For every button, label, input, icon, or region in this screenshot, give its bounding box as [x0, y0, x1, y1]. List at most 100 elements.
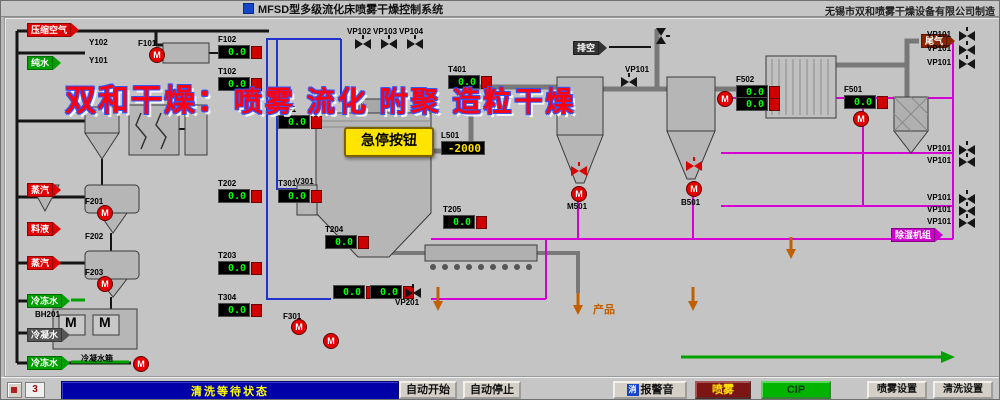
valve-part: [407, 39, 415, 49]
device-label: VP101: [927, 193, 952, 202]
stream-tag: 纯水: [27, 56, 62, 70]
status-message-bar: 清洗等待状态: [61, 381, 399, 399]
alarm-chip: [311, 189, 322, 203]
app-icon: [243, 3, 254, 14]
valve-part: [959, 145, 967, 155]
stream-tag-label: 蒸汽: [27, 183, 54, 197]
stream-tag: 尾气: [921, 34, 956, 48]
display-value: 0.0: [443, 215, 475, 229]
display-label: T205: [443, 205, 462, 214]
device-label: Y102: [89, 38, 108, 47]
stream-arrow-icon: [599, 41, 608, 55]
stream-tag-label: 蒸汽: [27, 256, 54, 270]
device-label: BH201: [35, 310, 60, 319]
valve-part: [959, 59, 967, 69]
device-label: VP101: [927, 205, 952, 214]
value-display-l501: L501-2000: [441, 131, 485, 155]
valve-part: [967, 157, 975, 167]
stream-tag-label: 冷冻水: [27, 356, 63, 370]
stream-arrow-icon: [53, 256, 62, 270]
bottom-control-bar: 3 清洗等待状态 自动开始 自动停止 消 报警音 喷雾 CIP 喷雾设置 清洗设…: [1, 377, 999, 399]
device-label: Y101: [89, 56, 108, 65]
display-label: T204: [325, 225, 344, 234]
device-label: F301: [283, 312, 302, 321]
valve-part: [405, 288, 413, 298]
mute-alarm-button[interactable]: 消 报警音: [613, 381, 687, 399]
display-value: 0.0: [218, 77, 250, 91]
auto-stop-button[interactable]: 自动停止: [463, 381, 521, 399]
spray-mode-button[interactable]: 喷雾: [695, 381, 751, 399]
stream-tag: 料液: [27, 222, 62, 236]
valve-part: [629, 77, 637, 87]
valve-icon: [959, 214, 975, 228]
valve-part: [966, 41, 968, 45]
stream-arrow-icon: [62, 328, 71, 342]
display-value: 0.0: [218, 261, 250, 275]
valve-part: [966, 214, 968, 218]
clean-settings-button[interactable]: 清洗设置: [933, 381, 993, 399]
valve-part: [415, 39, 423, 49]
alarm-chip: [769, 97, 780, 111]
stream-tag-label: 压缩空气: [27, 23, 72, 37]
stream-arrow-icon: [53, 56, 62, 70]
stream-tag-label: 料液: [27, 222, 54, 236]
valve-part: [966, 55, 968, 59]
valve-part: [363, 39, 371, 49]
valve-part: [656, 28, 666, 36]
valve-part: [414, 35, 416, 39]
pump-icon: M: [853, 111, 869, 127]
stream-tag-label: 尾气: [921, 34, 948, 48]
alarm-chip: [251, 303, 262, 317]
valve-part: [967, 45, 975, 55]
stream-tag: 冷冻水: [27, 294, 71, 308]
stream-tag: 排空: [573, 41, 608, 55]
display-value: 0.0: [278, 189, 310, 203]
alarm-chip: [251, 77, 262, 91]
emergency-stop-button[interactable]: 急停按钮: [344, 127, 434, 157]
display-value: 0.0: [370, 285, 402, 299]
valve-icon: [407, 35, 423, 49]
pump-icon: M: [97, 276, 113, 292]
display-value: 0.0: [218, 303, 250, 317]
valve-part: [959, 45, 967, 55]
valve-part: [693, 157, 695, 161]
stream-arrow-icon: [935, 228, 944, 242]
valve-part: [362, 35, 364, 39]
valve-icon: [959, 202, 975, 216]
device-label: VP101: [927, 30, 952, 39]
valve-icon: [656, 28, 670, 44]
spray-settings-button[interactable]: 喷雾设置: [867, 381, 927, 399]
valve-part: [959, 218, 967, 228]
display-value: 0.0: [844, 95, 876, 109]
device-label: M: [99, 314, 111, 330]
pump-icon: M: [717, 91, 733, 107]
valve-part: [412, 284, 414, 288]
display-label: T202: [218, 179, 237, 188]
stream-tag-label: 纯水: [27, 56, 54, 70]
valve-part: [621, 77, 629, 87]
valve-part: [966, 153, 968, 157]
device-label: B501: [681, 198, 701, 207]
mute-label: 报警音: [640, 384, 674, 396]
display-label: F501: [844, 85, 863, 94]
pump-icon: M: [323, 333, 339, 349]
auto-start-button[interactable]: 自动开始: [399, 381, 457, 399]
valve-part: [959, 31, 967, 41]
stream-tag-label: 排空: [573, 41, 600, 55]
alarm-chip: [877, 95, 888, 109]
display-label: T102: [218, 67, 237, 76]
valve-part: [694, 161, 702, 171]
stream-tag: 冷凝水: [27, 328, 71, 342]
stream-tag-label: 除湿机组: [891, 228, 936, 242]
device-label: VP101: [625, 65, 650, 74]
valve-icon: [959, 190, 975, 204]
cip-button[interactable]: CIP: [761, 381, 831, 399]
device-label: VP104: [399, 27, 424, 36]
title-bar: MFSD型多级流化床喷雾干燥控制系统 无锡市双和喷雾干燥设备有限公司制造: [1, 1, 999, 18]
